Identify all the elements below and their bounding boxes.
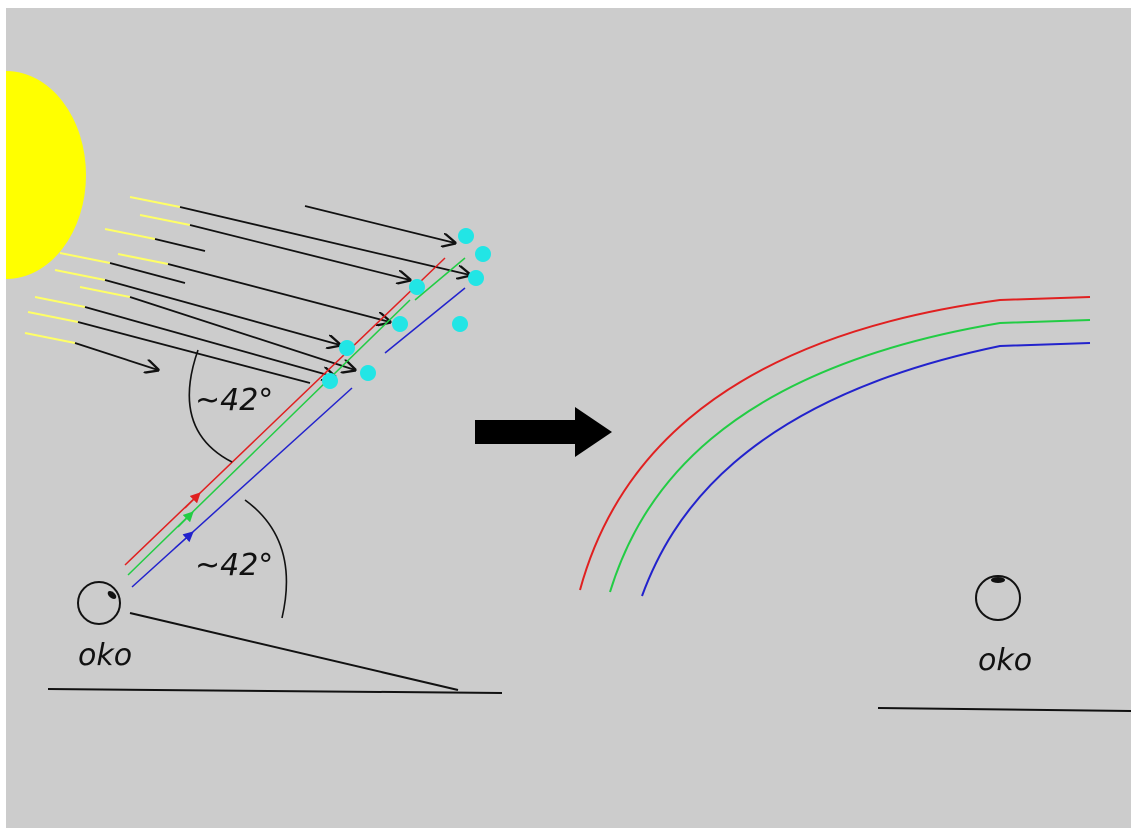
ground-line	[47, 688, 503, 694]
water-droplet-icon	[452, 316, 468, 332]
rainbow-red-arc	[579, 296, 1091, 591]
light-ray	[109, 262, 186, 284]
angle-arc-lower	[244, 499, 288, 619]
sunray-segment	[24, 332, 76, 344]
angle-label-lower: ~42°	[195, 548, 273, 583]
red-ray	[124, 257, 446, 566]
green-ray-arrow	[177, 511, 194, 528]
blue-ray	[131, 387, 353, 588]
red-ray-arrow	[184, 492, 201, 509]
light-ray	[304, 205, 455, 243]
light-ray	[189, 224, 410, 280]
sunray-segment	[59, 252, 111, 264]
light-ray	[77, 321, 311, 384]
sunray-segment	[139, 214, 191, 226]
ground-line-right	[877, 707, 1131, 712]
sunray-segment	[54, 269, 106, 281]
sight-line	[129, 612, 459, 691]
water-droplet-icon	[339, 340, 355, 356]
sunray-segment	[79, 286, 131, 298]
water-droplet-icon	[475, 246, 491, 262]
blue-ray	[384, 287, 466, 354]
water-droplet-icon	[360, 365, 376, 381]
eye-label-right: oko	[978, 643, 1032, 678]
water-droplet-icon	[322, 373, 338, 389]
eye-label-left: oko	[78, 638, 132, 673]
green-ray	[127, 299, 411, 576]
background-panel	[6, 8, 1131, 828]
light-ray	[129, 296, 355, 370]
sunray-segment	[27, 311, 79, 323]
light-ray	[74, 342, 158, 370]
water-droplet-icon	[458, 228, 474, 244]
droplets	[322, 228, 491, 389]
rainbow-green-arc	[609, 319, 1091, 593]
light-ray	[167, 263, 390, 322]
dispersed-rays	[124, 257, 466, 588]
water-droplet-icon	[392, 316, 408, 332]
sunray-segment	[117, 253, 169, 265]
green-ray	[414, 257, 466, 301]
light-ray	[84, 306, 335, 377]
light-ray	[104, 279, 340, 345]
right-arrow-icon	[475, 407, 612, 457]
light-ray	[154, 238, 206, 252]
angle-arc-upper	[188, 349, 233, 463]
rainbow	[579, 296, 1091, 597]
sunray-segment	[104, 228, 156, 240]
eye-icon	[77, 581, 121, 625]
water-droplet-icon	[468, 270, 484, 286]
light-ray	[179, 206, 470, 275]
ground-left	[47, 612, 503, 694]
sun-rays	[24, 196, 191, 344]
sunray-segment	[34, 296, 86, 308]
sun-icon	[6, 71, 86, 279]
angle-label-upper: ~42°	[195, 383, 273, 418]
rainbow-blue-arc	[641, 342, 1091, 597]
water-droplet-icon	[409, 279, 425, 295]
sunray-segment	[129, 196, 181, 208]
blue-ray-arrow	[174, 531, 194, 549]
eye-icon	[975, 575, 1021, 621]
light-rays	[74, 205, 470, 384]
angle-arcs	[188, 349, 288, 619]
